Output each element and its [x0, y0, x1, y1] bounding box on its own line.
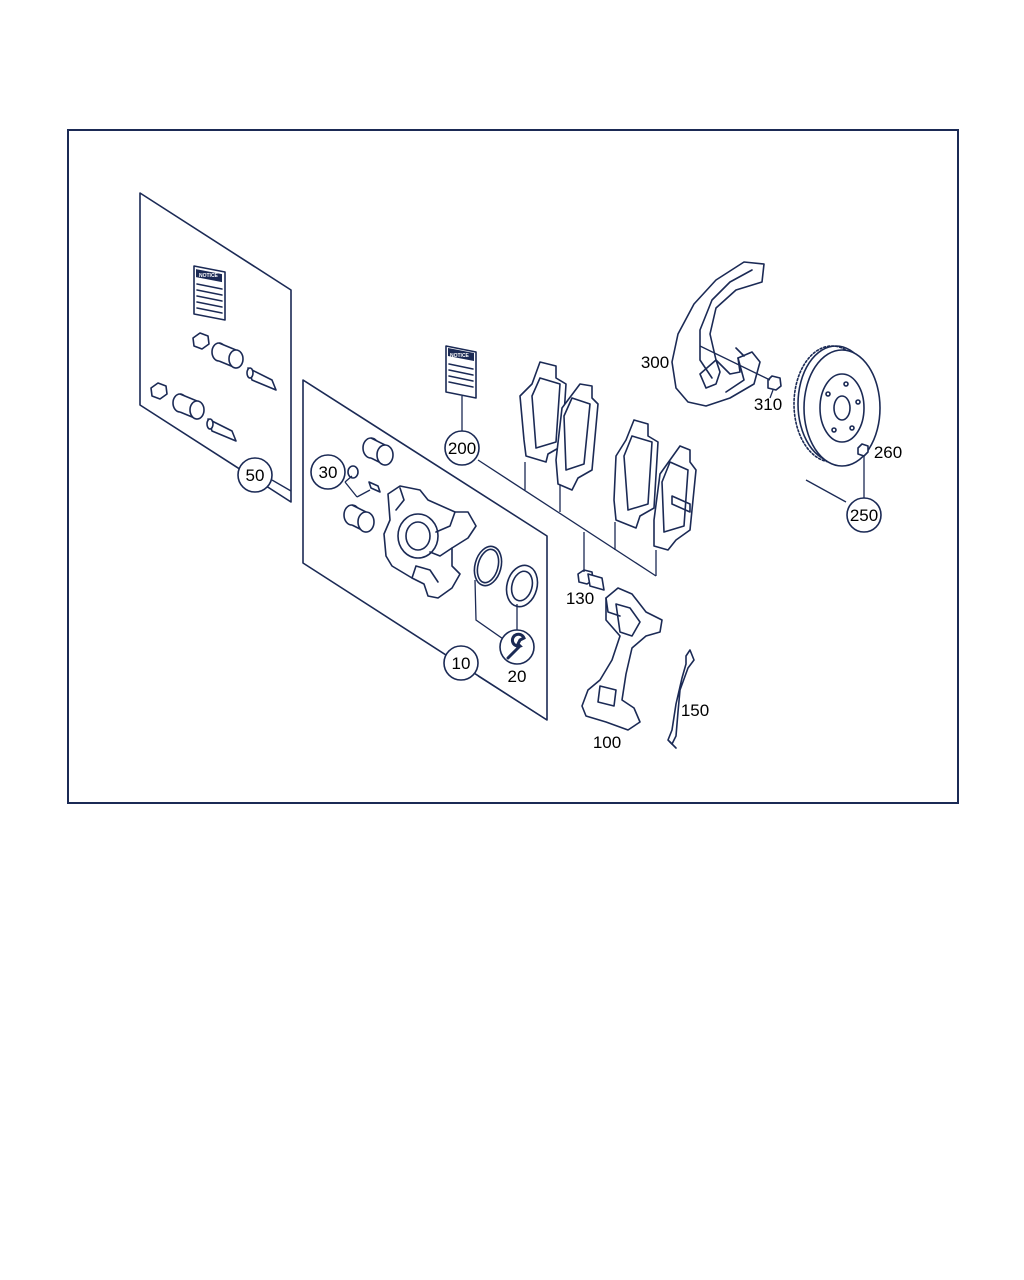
callout-300: 300: [641, 353, 669, 372]
callout-100: 100: [593, 733, 621, 752]
kit-notice-booklet: NOTICE: [193, 265, 226, 321]
callout-20-label: 20: [508, 667, 527, 686]
caliper-panel: [302, 379, 548, 721]
kit-guide-set-lower: [150, 382, 237, 442]
callout-200: 200: [444, 430, 480, 466]
pad-outer-2: [613, 419, 659, 529]
callout-150-label: 150: [681, 701, 709, 720]
callout-130-label: 130: [566, 589, 594, 608]
callout-150: 150: [681, 701, 709, 720]
guide-kit-panel: NOTICE: [139, 192, 292, 503]
bracket-bolt: [577, 569, 605, 591]
callout-260-label: 260: [874, 443, 902, 462]
shield-screw: [767, 375, 782, 391]
pad-inner-2: [653, 445, 697, 551]
wrench-icon: [506, 632, 526, 660]
callout-30: 30: [310, 454, 346, 490]
callout-20: 20: [499, 629, 535, 686]
pad-notice-booklet: NOTICE: [445, 345, 477, 399]
brake-disc: [793, 345, 881, 467]
callout-30-label: 30: [319, 463, 338, 482]
callout-130: 130: [566, 589, 594, 608]
kit-guide-set-upper: [192, 332, 277, 391]
brake-pads: NOTICE: [445, 345, 697, 551]
callout-200-label: 200: [448, 439, 476, 458]
caliper-bushings: [343, 437, 394, 533]
callout-310: 310: [754, 395, 782, 414]
pad-outer-1: [519, 361, 567, 463]
kit-notice-label: NOTICE: [199, 273, 219, 279]
callout-260: 260: [874, 443, 902, 462]
leader-lines: [271, 345, 865, 721]
callout-300-label: 300: [641, 353, 669, 372]
pad-wear-sensor-spring: [667, 649, 695, 749]
pad-notice-label: NOTICE: [450, 353, 470, 359]
callout-10: 10: [443, 645, 479, 681]
callout-50: 50: [237, 457, 273, 493]
callout-250: 250: [846, 497, 882, 533]
caliper-bracket: [581, 587, 663, 731]
pad-inner-1: [555, 383, 599, 491]
disc-screw: [857, 443, 869, 457]
callout-310-label: 310: [754, 395, 782, 414]
caliper-housing: [383, 485, 477, 599]
diagram-frame: [67, 129, 959, 804]
callout-50-label: 50: [246, 466, 265, 485]
callout-250-label: 250: [850, 506, 878, 525]
callout-100-label: 100: [593, 733, 621, 752]
dust-shield: [671, 261, 765, 407]
piston-seal-kit: [473, 545, 539, 608]
callout-10-label: 10: [452, 654, 471, 673]
bleed-valve: [347, 465, 381, 493]
